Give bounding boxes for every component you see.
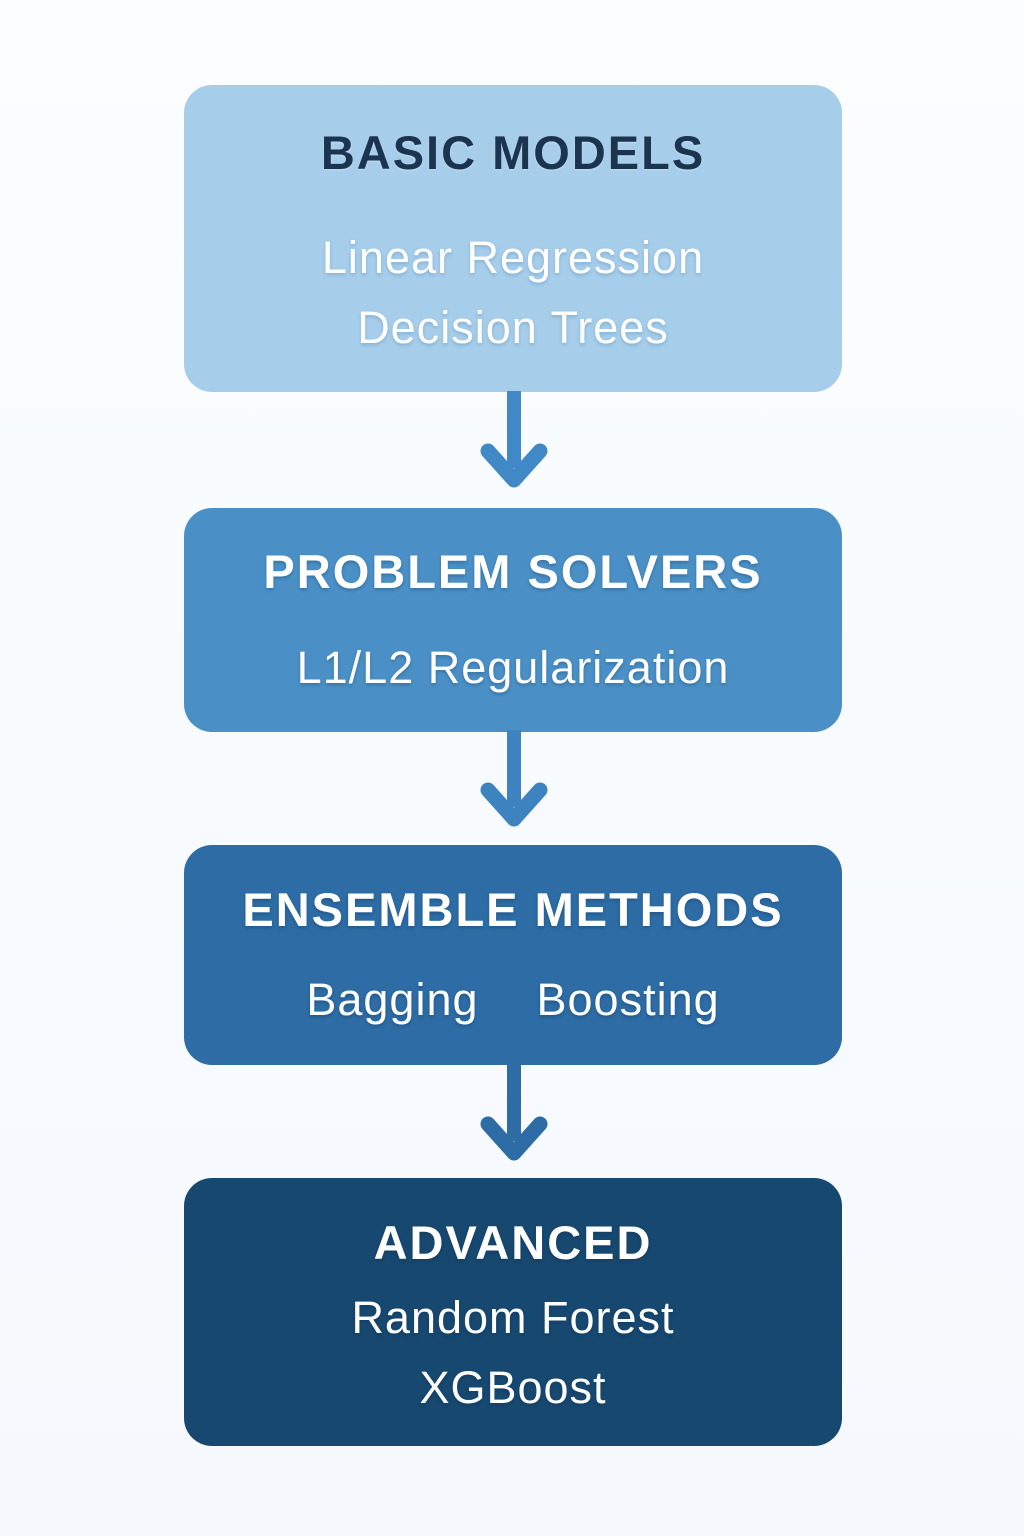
box-item-l1-l2-regularization: L1/L2 Regularization: [296, 642, 730, 693]
box-item-bagging: Bagging: [306, 974, 479, 1025]
box-title-ensemble-methods: ENSEMBLE METHODS: [242, 883, 784, 936]
box-item-boosting: Boosting: [536, 974, 720, 1025]
down-arrow-stroke-group: [480, 391, 548, 488]
box-title-problem-solvers: PROBLEM SOLVERS: [263, 545, 763, 598]
down-arrow-icon: [480, 730, 548, 827]
down-arrow-stroke-group: [480, 1064, 548, 1161]
box-items-ensemble-methods: Bagging Boosting: [306, 965, 719, 1035]
flow-box-problem-solvers: PROBLEM SOLVERS L1/L2 Regularization: [184, 508, 842, 732]
box-item-decision-trees: Decision Trees: [357, 302, 669, 353]
flow-box-basic-models: BASIC MODELS Linear Regression Decision …: [184, 85, 842, 392]
flow-box-advanced: ADVANCED Random Forest XGBoost: [184, 1178, 842, 1446]
down-arrow-icon: [480, 391, 548, 488]
box-item-linear-regression: Linear Regression: [321, 232, 705, 283]
box-item-random-forest: Random Forest: [351, 1292, 675, 1343]
box-item-xgboost: XGBoost: [419, 1362, 607, 1413]
box-items-advanced: Random Forest XGBoost: [351, 1283, 674, 1423]
down-arrow-icon: [480, 1064, 548, 1161]
box-items-basic-models: Linear Regression Decision Trees: [322, 223, 704, 363]
down-arrow-stroke-group: [480, 730, 548, 827]
box-title-advanced: ADVANCED: [373, 1216, 653, 1269]
flow-box-ensemble-methods: ENSEMBLE METHODS Bagging Boosting: [184, 845, 842, 1065]
box-title-basic-models: BASIC MODELS: [320, 126, 706, 179]
box-items-problem-solvers: L1/L2 Regularization: [297, 633, 730, 703]
